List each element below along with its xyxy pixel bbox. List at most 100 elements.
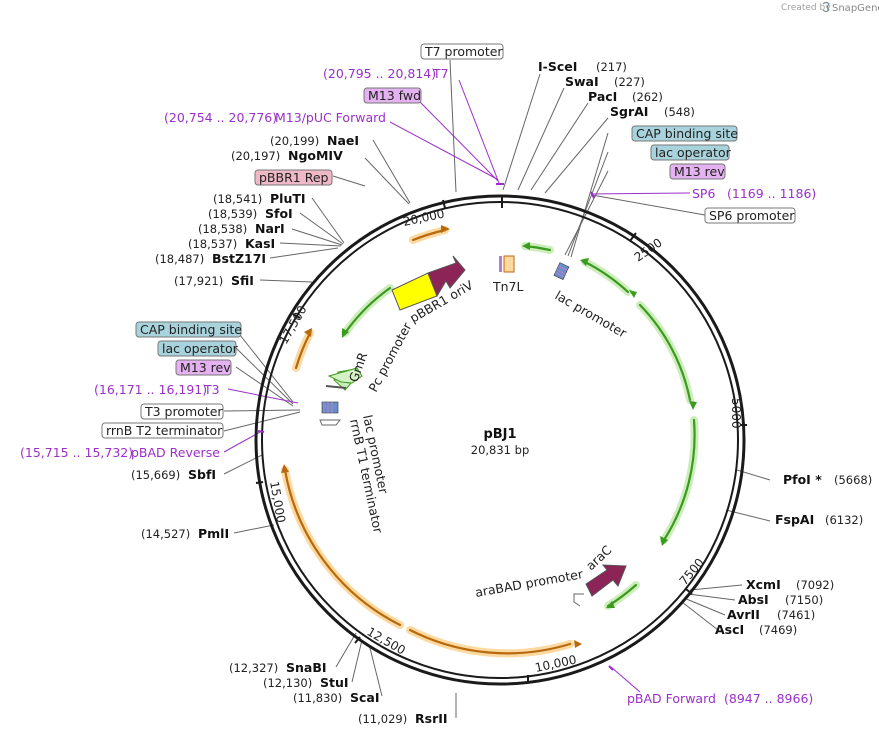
plasmid-name: pBJ1 [483, 427, 516, 442]
site-asc-pos: (7469) [759, 623, 797, 637]
lac-region-1 [553, 262, 570, 280]
arabad-promoter-label: araBAD promoter [474, 566, 585, 600]
site-sfi-name: SfiI [231, 273, 254, 288]
svg-text:CAP binding site: CAP binding site [636, 126, 738, 141]
primer-t7-range: (20,795 .. 20,814) [323, 66, 436, 81]
backbone-outer [254, 194, 746, 686]
box-lac-operator-2: lac operator [157, 340, 239, 357]
lac-region-2 [319, 385, 347, 426]
primer-t7-name: T7 [432, 66, 449, 81]
green-features [341, 242, 699, 610]
site-abs-name: AbsI [738, 592, 769, 607]
svg-text:M13 rev: M13 rev [180, 360, 231, 375]
credit-brand: SnapGene [832, 3, 879, 14]
site-fspa-name: FspAI [775, 512, 814, 527]
tn7l-mark [499, 256, 502, 272]
svg-text:lac operator: lac operator [162, 341, 239, 356]
primer-sp6-range: (1169 .. 1186) [727, 186, 816, 201]
primer-marks [257, 183, 614, 671]
credit-prefix: Created by [781, 3, 831, 13]
primer-sp6-name: SP6 [692, 186, 715, 201]
svg-text:M13 rev: M13 rev [674, 164, 725, 179]
site-sgra-pos: (548) [664, 105, 695, 119]
orange-features [281, 225, 582, 658]
site-snab-pos: (12,327) [229, 661, 278, 675]
primer-t3-name: T3 [203, 382, 220, 397]
site-nar-pos: (18,538) [198, 222, 247, 236]
site-ngo-name: NgoMIV [288, 148, 343, 163]
site-avr-name: AvrII [727, 607, 760, 622]
arabad-promoter-mark [573, 593, 584, 607]
box-sp6-promoter: SP6 promoter [704, 207, 796, 224]
site-pac-name: PacI [588, 89, 617, 104]
primer-pbadrev-name: pBAD Reverse [131, 445, 220, 460]
gmr-label: GmR [346, 350, 371, 384]
site-swa-pos: (227) [614, 75, 645, 89]
gmr-head [327, 367, 363, 384]
primer-m13puc-name: M13/pUC Forward [275, 110, 386, 125]
primer-m13puc-range: (20,754 .. 20,776) [164, 110, 277, 125]
site-sbf-name: SbfI [188, 467, 216, 482]
site-bstz-name: BstZ17I [212, 251, 266, 266]
site-isce-name: I-SceI [538, 59, 577, 74]
site-isce-pos: (217) [596, 60, 627, 74]
site-nae-pos: (20,199) [270, 134, 319, 148]
pc-promoter-label: Pc promoter [365, 319, 415, 394]
site-kas-name: KasI [245, 236, 275, 251]
site-pml-pos: (14,527) [141, 527, 190, 541]
svg-text:SP6 promoter: SP6 promoter [709, 208, 795, 223]
svg-text:lac operator: lac operator [655, 145, 732, 160]
box-pbbr1-rep: pBBR1 Rep [254, 169, 333, 186]
primer-pbadfwd-name: pBAD Forward [627, 691, 716, 706]
tick-label: 5000 [729, 398, 743, 429]
site-sca-pos: (11,830) [293, 691, 342, 705]
svg-text:CAP binding site: CAP binding site [140, 322, 242, 337]
svg-text:M13 fwd: M13 fwd [368, 88, 421, 103]
site-rsr-pos: (11,029) [358, 712, 407, 726]
primer-t3-range: (16,171 .. 16,191) [94, 382, 207, 397]
tick-label: 20,000 [402, 207, 446, 229]
box-m13-rev-1: M13 rev [669, 163, 726, 180]
box-cap-binding-2: CAP binding site [135, 321, 242, 338]
tick-label: 7500 [677, 556, 707, 588]
site-xcm-name: XcmI [746, 577, 781, 592]
pbbr1-oriv-arrow [427, 255, 466, 298]
site-stu-pos: (12,130) [263, 676, 312, 690]
site-plu-name: PluTI [270, 191, 306, 206]
site-ngo-pos: (20,197) [231, 149, 280, 163]
site-nae-name: NaeI [327, 133, 359, 148]
snapgene-logo-icon [822, 1, 830, 13]
arac-arrow [585, 564, 627, 597]
primer-pbadrev-range: (15,715 .. 15,732) [20, 445, 133, 460]
site-kas-pos: (18,537) [188, 237, 237, 251]
site-sbf-pos: (15,669) [131, 468, 180, 482]
plasmid-length: 20,831 bp [471, 443, 530, 457]
site-sca-name: ScaI [350, 690, 380, 705]
site-bstz-pos: (18,487) [155, 252, 204, 266]
svg-text:rrnB T2 terminator: rrnB T2 terminator [106, 423, 223, 438]
site-pfo-name: PfoI * [783, 472, 822, 487]
svg-text:pBBR1 Rep: pBBR1 Rep [259, 170, 329, 185]
site-fspa-pos: (6132) [825, 513, 863, 527]
site-snab-name: SnaBI [286, 660, 327, 675]
site-stu-name: StuI [320, 675, 349, 690]
site-swa-name: SwaI [565, 74, 599, 89]
box-m13-rev-2: M13 rev [175, 359, 232, 376]
site-pml-name: PmlI [198, 526, 229, 541]
tick-marks [255, 195, 747, 682]
box-t7-promoter: T7 promoter [420, 43, 504, 60]
site-abs-pos: (7150) [785, 593, 823, 607]
site-pfo-pos: (5668) [834, 473, 872, 487]
box-lac-operator-1: lac operator [650, 144, 732, 161]
box-m13-fwd: M13 fwd [363, 87, 422, 104]
box-rrnb-t2: rrnB T2 terminator [101, 422, 224, 439]
site-nar-name: NarI [255, 221, 285, 236]
site-sfi-pos: (17,921) [174, 274, 223, 288]
site-rsr-name: RsrII [415, 711, 448, 726]
site-pac-pos: (262) [632, 90, 663, 104]
tick-label: 2500 [632, 235, 665, 264]
primer-pbadfwd-range: (8947 .. 8966) [724, 691, 813, 706]
site-plu-pos: (18,541) [213, 192, 262, 206]
svg-text:T3 promoter: T3 promoter [144, 404, 223, 419]
box-t3-promoter: T3 promoter [140, 403, 224, 420]
